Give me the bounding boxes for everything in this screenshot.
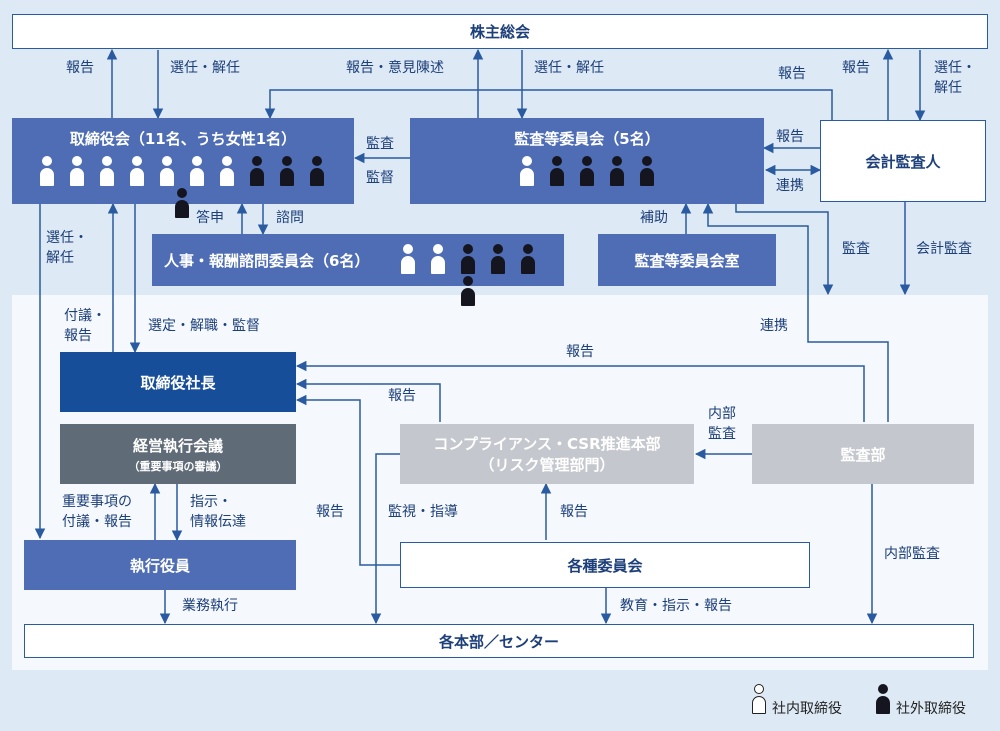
label-audit-divisions: 監査 — [842, 241, 870, 257]
board-label: 取締役会（11名、うち女性1名） — [69, 130, 297, 148]
external-director-icon — [521, 244, 535, 276]
label-report-auditor-committee: 報告 — [776, 129, 804, 145]
label-internal-audit: 内部監査 — [884, 546, 940, 562]
label-consult: 諮問 — [276, 210, 304, 226]
label-important-matters: 重要事項の付議・報告 — [62, 494, 132, 530]
label-assist: 補助 — [640, 210, 668, 226]
divisions-centers-box: 各本部／センター — [24, 624, 974, 658]
internal-director-icon — [40, 156, 54, 188]
internal-director-icon — [100, 156, 114, 188]
label-elect-dismiss-auditor: 選任・解任 — [934, 60, 976, 96]
external-director-icon — [461, 276, 475, 308]
internal-director-icon — [520, 156, 534, 188]
external-director-icon — [280, 156, 294, 188]
executive-officers-label: 執行役員 — [129, 556, 190, 575]
management-council-sublabel: （重要事項の審議） — [128, 459, 228, 473]
audit-committee-box: 監査等委員会（5名） — [410, 118, 764, 204]
label-report-auditor-shareholders: 報告 — [842, 60, 870, 76]
divisions-centers-label: 各本部／センター — [438, 632, 559, 651]
external-director-icon — [580, 156, 594, 188]
label-report-compliance: 報告 — [388, 388, 416, 404]
audit-committee-office-label: 監査等委員会室 — [634, 251, 740, 270]
external-director-icon — [550, 156, 564, 188]
external-director-icon — [491, 244, 505, 276]
management-council-box: 経営執行会議 （重要事項の審議） — [60, 424, 296, 484]
president-box: 取締役社長 — [60, 352, 296, 412]
legend-internal-director: 社内取締役 — [752, 684, 842, 718]
label-report-auditor-board: 報告 — [778, 66, 806, 82]
label-supervise: 監督 — [366, 170, 394, 186]
label-business-execution: 業務執行 — [182, 598, 238, 614]
internal-director-icon — [220, 156, 234, 188]
label-report-committees: 報告 — [316, 504, 344, 520]
audit-committee-office-box: 監査等委員会室 — [598, 234, 776, 286]
executive-officers-box: 執行役員 — [24, 540, 296, 590]
internal-director-icon — [190, 156, 204, 188]
audit-department-label: 監査部 — [840, 445, 886, 464]
nomination-committee-label: 人事・報酬諮問委員会（6名） — [164, 251, 370, 270]
label-report-audit-dept: 報告 — [566, 344, 594, 360]
external-director-icon — [461, 244, 475, 276]
label-submit-report: 付議・報告 — [64, 308, 106, 344]
label-monitor-guide: 監視・指導 — [388, 504, 458, 520]
label-select-dismiss-supervise: 選定・解職・監督 — [148, 318, 260, 334]
management-council-label: 経営執行会議 — [132, 436, 223, 455]
nomination-committee-member-figures — [388, 244, 564, 308]
external-director-icon — [876, 684, 890, 716]
compliance-csr-division-box: コンプライアンス・CSR推進本部 （リスク管理部門） — [400, 424, 694, 484]
internal-director-icon — [160, 156, 174, 188]
internal-director-icon — [401, 244, 415, 276]
label-answer: 答申 — [196, 210, 224, 226]
label-education-instruction-report: 教育・指示・報告 — [620, 598, 732, 614]
label-coordination-auditor: 連携 — [776, 178, 804, 194]
external-director-icon — [250, 156, 264, 188]
internal-director-icon — [70, 156, 84, 188]
external-director-icon — [640, 156, 654, 188]
internal-director-icon — [130, 156, 144, 188]
label-coordination-audit-dept: 連携 — [760, 318, 788, 334]
external-director-icon — [175, 188, 189, 220]
board-of-directors-box: 取締役会（11名、うち女性1名） — [12, 118, 354, 218]
accounting-auditor-label: 会計監査人 — [865, 152, 941, 171]
label-accounting-audit: 会計監査 — [916, 241, 972, 257]
audit-committee-member-figures — [520, 156, 670, 188]
shareholders-meeting-box: 株主総会 — [12, 14, 988, 49]
label-report-opinion: 報告・意見陳述 — [346, 60, 444, 76]
label-elect-dismiss-audit: 選任・解任 — [534, 60, 604, 76]
internal-director-icon — [431, 244, 445, 276]
accounting-auditor-box: 会計監査人 — [820, 120, 986, 202]
label-report-committees-compliance: 報告 — [560, 504, 588, 520]
label-instruction-info: 指示・情報伝達 — [190, 494, 246, 530]
label-report-to-shareholders: 報告 — [66, 60, 94, 76]
president-label: 取締役社長 — [140, 373, 216, 392]
label-audit: 監査 — [366, 136, 394, 152]
compliance-label: コンプライアンス・CSR推進本部 — [433, 435, 661, 453]
audit-committee-label: 監査等委員会（5名） — [514, 130, 660, 148]
internal-director-icon — [752, 684, 766, 716]
nomination-compensation-committee-box: 人事・報酬諮問委員会（6名） — [152, 234, 564, 306]
committees-box: 各種委員会 — [400, 542, 810, 588]
shareholders-meeting-label: 株主総会 — [469, 23, 530, 41]
committees-label: 各種委員会 — [567, 556, 643, 575]
external-director-icon — [610, 156, 624, 188]
label-internal-audit-compliance: 内部監査 — [708, 406, 736, 442]
label-elect-dismiss-board: 選任・解任 — [170, 60, 240, 76]
external-director-icon — [310, 156, 324, 188]
board-member-figures — [26, 156, 354, 220]
audit-department-box: 監査部 — [752, 424, 974, 484]
label-elect-dismiss-executives: 選任・解任 — [46, 230, 88, 266]
risk-management-label: （リスク管理部門） — [479, 456, 615, 474]
legend-external-director: 社外取締役 — [876, 684, 966, 718]
